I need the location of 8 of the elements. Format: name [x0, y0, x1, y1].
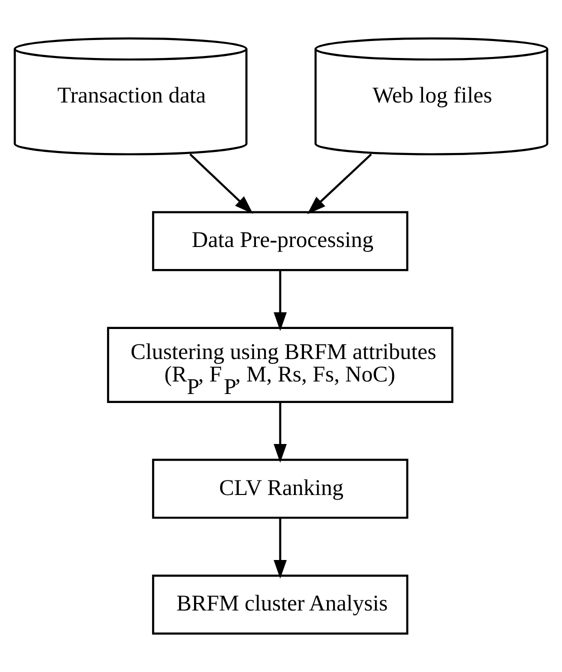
arrow — [189, 154, 254, 214]
arrow — [274, 402, 287, 463]
node-box: CLV Ranking — [152, 458, 408, 519]
node-box: BRFM cluster Analysis — [152, 574, 408, 635]
arrow — [274, 518, 287, 579]
arrow — [307, 154, 372, 214]
arrow — [274, 270, 287, 331]
node-box: Data Pre-processing — [152, 211, 408, 272]
